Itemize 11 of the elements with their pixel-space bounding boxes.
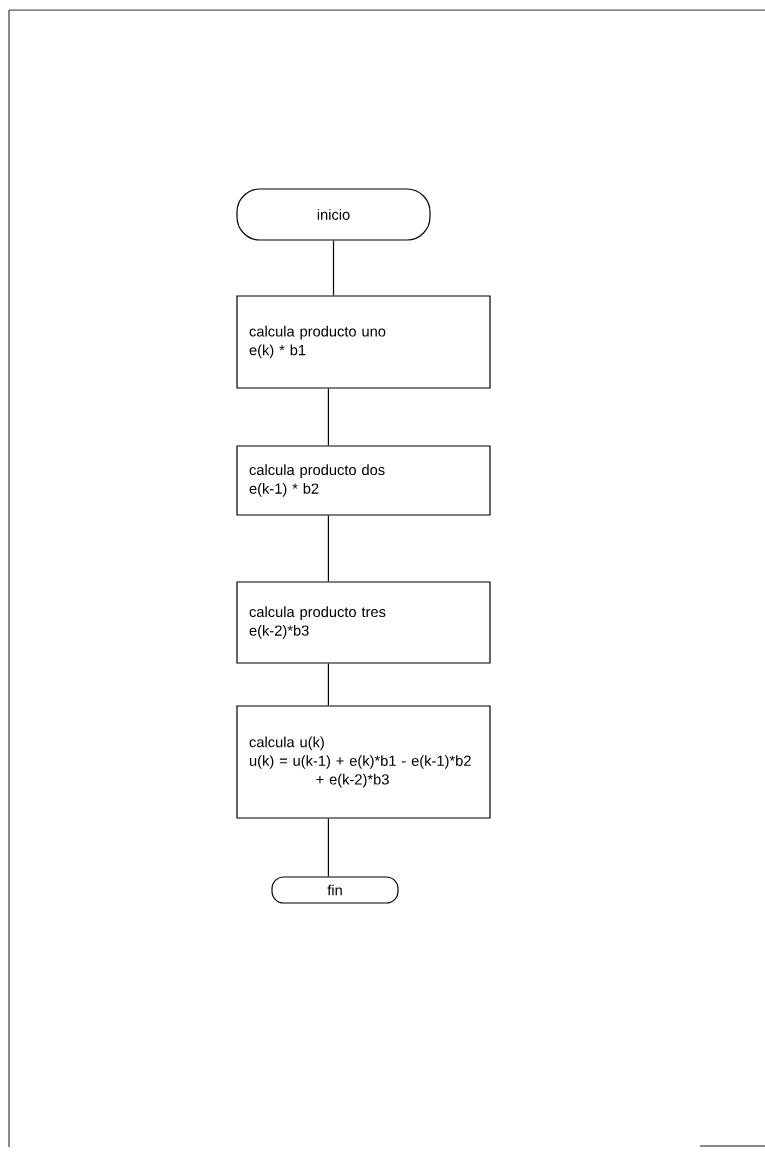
connector-line: [332, 240, 335, 296]
process-box: calcula producto tres e(k-2)*b3: [236, 581, 491, 664]
terminal-box: fin: [271, 876, 399, 904]
terminal-box: inicio: [236, 188, 431, 241]
connector-line: [327, 388, 329, 446]
connector-line: [327, 515, 329, 582]
process-box: calcula u(k) u(k) = u(k-1) + e(k)*b1 - e(k-1)*b2 + e(k-2)*b3: [236, 705, 491, 819]
process-box: calcula producto uno e(k) * b1: [236, 295, 491, 389]
connector-line: [327, 818, 329, 877]
process-box: calcula producto dos e(k-1) * b2: [236, 445, 491, 516]
connector-line: [327, 663, 329, 706]
